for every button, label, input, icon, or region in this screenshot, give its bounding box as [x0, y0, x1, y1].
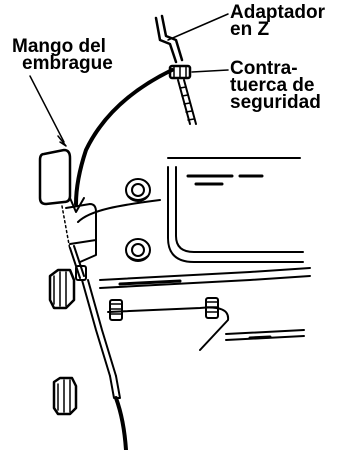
- frame-rounded-line: [175, 166, 304, 253]
- clutch-cable-upper: [74, 68, 174, 206]
- z-adapter-label: Adaptador en Z: [230, 2, 325, 40]
- hex-nuts: [48, 268, 78, 416]
- leader-clutch-handle-tip: [57, 135, 67, 147]
- bolt-left: [109, 299, 123, 321]
- clutch-handle: [38, 148, 97, 279]
- bolt-right: [205, 297, 219, 319]
- lock-nut-label-line-2: tuerca de: [230, 75, 315, 96]
- frame-long-line-2: [99, 275, 311, 289]
- leader-lines: [29, 13, 229, 147]
- frame-long-line-1: [99, 267, 311, 281]
- clutch-handle-label-line-2: embrague: [22, 53, 113, 74]
- hex-nut-upper: [48, 268, 76, 310]
- grommets: [125, 178, 151, 262]
- frame-top-edge: [77, 199, 161, 223]
- grommet-middle: [125, 238, 151, 262]
- clutch-handle-label-line-1: Mango del: [12, 36, 106, 57]
- frame-dash-4: [248, 335, 272, 340]
- lock-nut-label: Contra- tuerca de seguridad: [230, 58, 321, 113]
- clutch-cable-lower: [75, 265, 128, 450]
- lock-nut-label-line-3: seguridad: [230, 92, 321, 113]
- lock-nut-label-line-1: Contra-: [230, 58, 298, 79]
- frame-dash-3: [118, 279, 182, 286]
- cable-arrow-head: [69, 197, 85, 213]
- frame-bracket: [107, 306, 230, 351]
- leader-clutch-handle: [29, 75, 65, 143]
- machine-frame: [77, 157, 311, 351]
- hex-nut-lower: [52, 376, 78, 416]
- frame-low-line: [225, 329, 305, 335]
- leader-z-adapter: [167, 13, 229, 41]
- leader-lock-nut: [191, 69, 229, 73]
- z-adapter-label-line-1: Adaptador: [230, 2, 325, 23]
- threaded-rod: [177, 79, 197, 125]
- grommet-upper: [125, 178, 151, 202]
- lock-nut: [168, 64, 192, 80]
- bolts: [109, 297, 219, 321]
- z-adapter-label-line-2: en Z: [230, 19, 270, 40]
- clutch-handle-label: Mango del embrague: [12, 36, 113, 74]
- frame-rounded-line-outer: [167, 166, 304, 263]
